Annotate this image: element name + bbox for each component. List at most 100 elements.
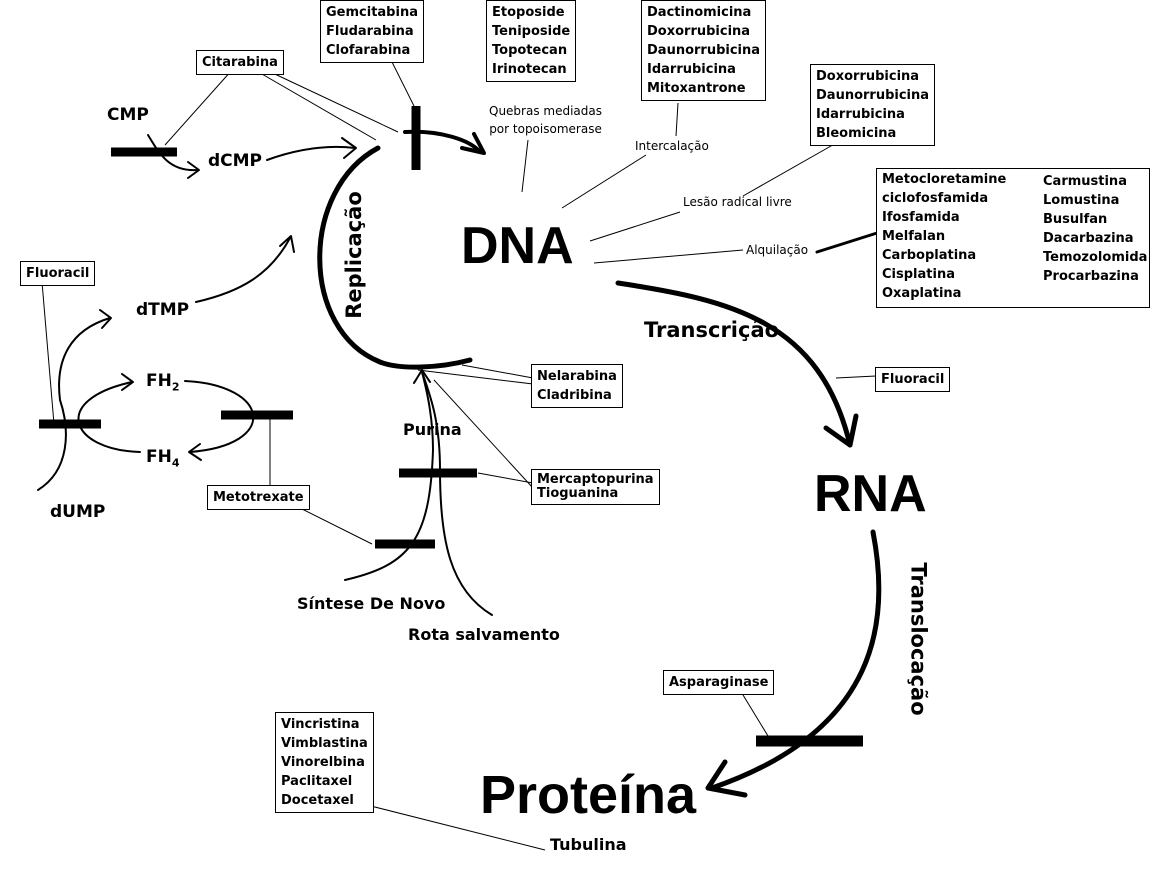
alkylating-drugs-box: Metocloretamine ciclofosfamida Ifosfamid… <box>876 168 1150 308</box>
drug-asparaginase: Asparaginase <box>669 675 769 690</box>
topo-line2: por topoisomerase <box>489 122 602 136</box>
drug-item: Dacarbazina <box>1043 231 1134 246</box>
purina-label: Purina <box>403 420 462 439</box>
translocacao-label: Translocação <box>906 562 931 716</box>
mercaptopurina-box: Mercaptopurina Tioguanina <box>531 469 660 505</box>
drug-item: Procarbazina <box>1043 269 1139 284</box>
drug-item: ciclofosfamida <box>882 191 989 206</box>
fh2-label: FH2 <box>146 371 180 393</box>
translocation-arrow <box>709 529 882 791</box>
dtmp-arrowhead <box>279 235 295 253</box>
intercalacao-label: Intercalação <box>635 139 709 153</box>
drug-item: Vimblastina <box>281 736 368 751</box>
dtmp-label: dTMP <box>136 300 190 320</box>
drug-fluoracil: Fluoracil <box>881 372 945 387</box>
rota-label: Rota salvamento <box>408 625 560 644</box>
dump-label: dUMP <box>50 502 106 522</box>
dtmp-to-dna <box>195 237 291 303</box>
dcmp-arrowhead <box>187 161 200 179</box>
alkyl-column-1: Metocloretamine ciclofosfamida Ifosfamid… <box>882 170 1006 303</box>
drug-citarabina: Citarabina <box>202 55 278 70</box>
drug-item: Metocloretamine <box>882 172 1007 187</box>
fh4-to-fh2 <box>77 381 141 453</box>
alkyl-column-2: Carmustina Lomustina Busulfan Dacarbazin… <box>1043 172 1147 286</box>
drug-item: Fludarabina <box>326 24 414 39</box>
drug-item: Cisplatina <box>882 267 955 282</box>
replicacao-label: Replicação <box>341 191 366 319</box>
fh4-base: FH <box>146 447 172 467</box>
drug-fluoracil: Fluoracil <box>26 266 90 281</box>
asparaginase-box: Asparaginase <box>663 670 775 695</box>
drug-item: Teniposide <box>492 24 571 39</box>
tubulin-drugs-box: Vincristina Vimblastina Vinorelbina Pacl… <box>275 712 374 813</box>
cmp-label: CMP <box>107 105 149 125</box>
dcmp-to-dna <box>266 145 356 161</box>
drug-item: Clofarabina <box>326 43 411 58</box>
replication-arc <box>317 145 473 370</box>
fh4-subscript: 4 <box>171 456 180 470</box>
topo-drugs-box: Etoposide Teniposide Topotecan Irinoteca… <box>486 0 577 82</box>
fh2-subscript: 2 <box>171 380 180 394</box>
salvage-path <box>421 371 493 616</box>
fh4-label: FH4 <box>146 447 180 469</box>
drug-item: Tioguanina <box>537 486 619 501</box>
drug-item: Topotecan <box>492 43 568 58</box>
gemcitabina-box: Gemcitabina Fludarabina Clofarabina <box>320 0 424 63</box>
topo-mechanism-label: Quebras mediadas por topoisomerase <box>489 102 602 138</box>
drug-item: Vinorelbina <box>281 755 365 770</box>
drug-item: Busulfan <box>1043 212 1108 227</box>
radical-label: Lesão radical livre <box>683 195 792 209</box>
drug-item: Dactinomicina <box>647 5 752 20</box>
dcmp-arrowhead2 <box>341 137 357 159</box>
sintese-label: Síntese De Novo <box>297 594 446 613</box>
drug-item: Carmustina <box>1043 174 1127 189</box>
topo-line1: Quebras mediadas <box>489 104 603 118</box>
transcription-arrow <box>615 280 853 448</box>
fh2-arrowhead <box>121 373 134 391</box>
drug-item: Temozolomida <box>1043 250 1148 265</box>
bar-alkyl <box>815 231 879 254</box>
drug-item: Nelarabina <box>537 369 617 384</box>
drug-metotrexate: Metotrexate <box>213 490 304 505</box>
metotrexate-box: Metotrexate <box>207 485 310 510</box>
transcription-arrowhead <box>823 413 859 448</box>
drug-item: Mitoxantrone <box>647 81 746 96</box>
intercalation-drugs-box: Dactinomicina Doxorrubicina Daunorrubici… <box>641 0 767 101</box>
drug-item: Idarrubicina <box>816 107 905 122</box>
drug-item: Cladribina <box>537 388 612 403</box>
drug-item: Etoposide <box>492 5 565 20</box>
fh2-base: FH <box>146 371 172 391</box>
tubulina-label: Tubulina <box>550 835 627 854</box>
drug-item: Idarrubicina <box>647 62 736 77</box>
drug-item: Daunorrubicina <box>647 43 761 58</box>
drug-item: Paclitaxel <box>281 774 353 789</box>
drug-item: Ifosfamida <box>882 210 960 225</box>
dna-label: DNA <box>461 217 574 275</box>
dcmp-label: dCMP <box>208 151 263 171</box>
replication-arrowhead <box>460 132 486 155</box>
fluoracil-right-box: Fluoracil <box>875 367 951 392</box>
citarabina-box: Citarabina <box>196 50 284 75</box>
alquilacao-label: Alquilação <box>746 243 809 257</box>
drug-item: Irinotecan <box>492 62 567 77</box>
proteina-label: Proteína <box>480 765 697 825</box>
cmp-to-dcmp <box>147 134 199 172</box>
drug-item: Gemcitabina <box>326 5 418 20</box>
dump-to-dtmp <box>37 317 111 491</box>
drug-item: Vincristina <box>281 717 360 732</box>
drug-item: Doxorrubicina <box>816 69 920 84</box>
drug-item: Daunorrubicina <box>816 88 930 103</box>
fluoracil-left-box: Fluoracil <box>20 261 96 286</box>
translocation-arrowhead <box>705 759 748 798</box>
rna-label: RNA <box>814 465 927 523</box>
drug-item: Melfalan <box>882 229 946 244</box>
drug-item: Lomustina <box>1043 193 1120 208</box>
drug-item: Carboplatina <box>882 248 977 263</box>
transcricao-label: Transcrição <box>644 318 780 342</box>
radical-drugs-box: Doxorrubicina Daunorrubicina Idarrubicin… <box>810 64 936 146</box>
drug-item: Doxorrubicina <box>647 24 751 39</box>
drug-item: Docetaxel <box>281 793 354 808</box>
drug-item: Oxaplatina <box>882 286 962 301</box>
